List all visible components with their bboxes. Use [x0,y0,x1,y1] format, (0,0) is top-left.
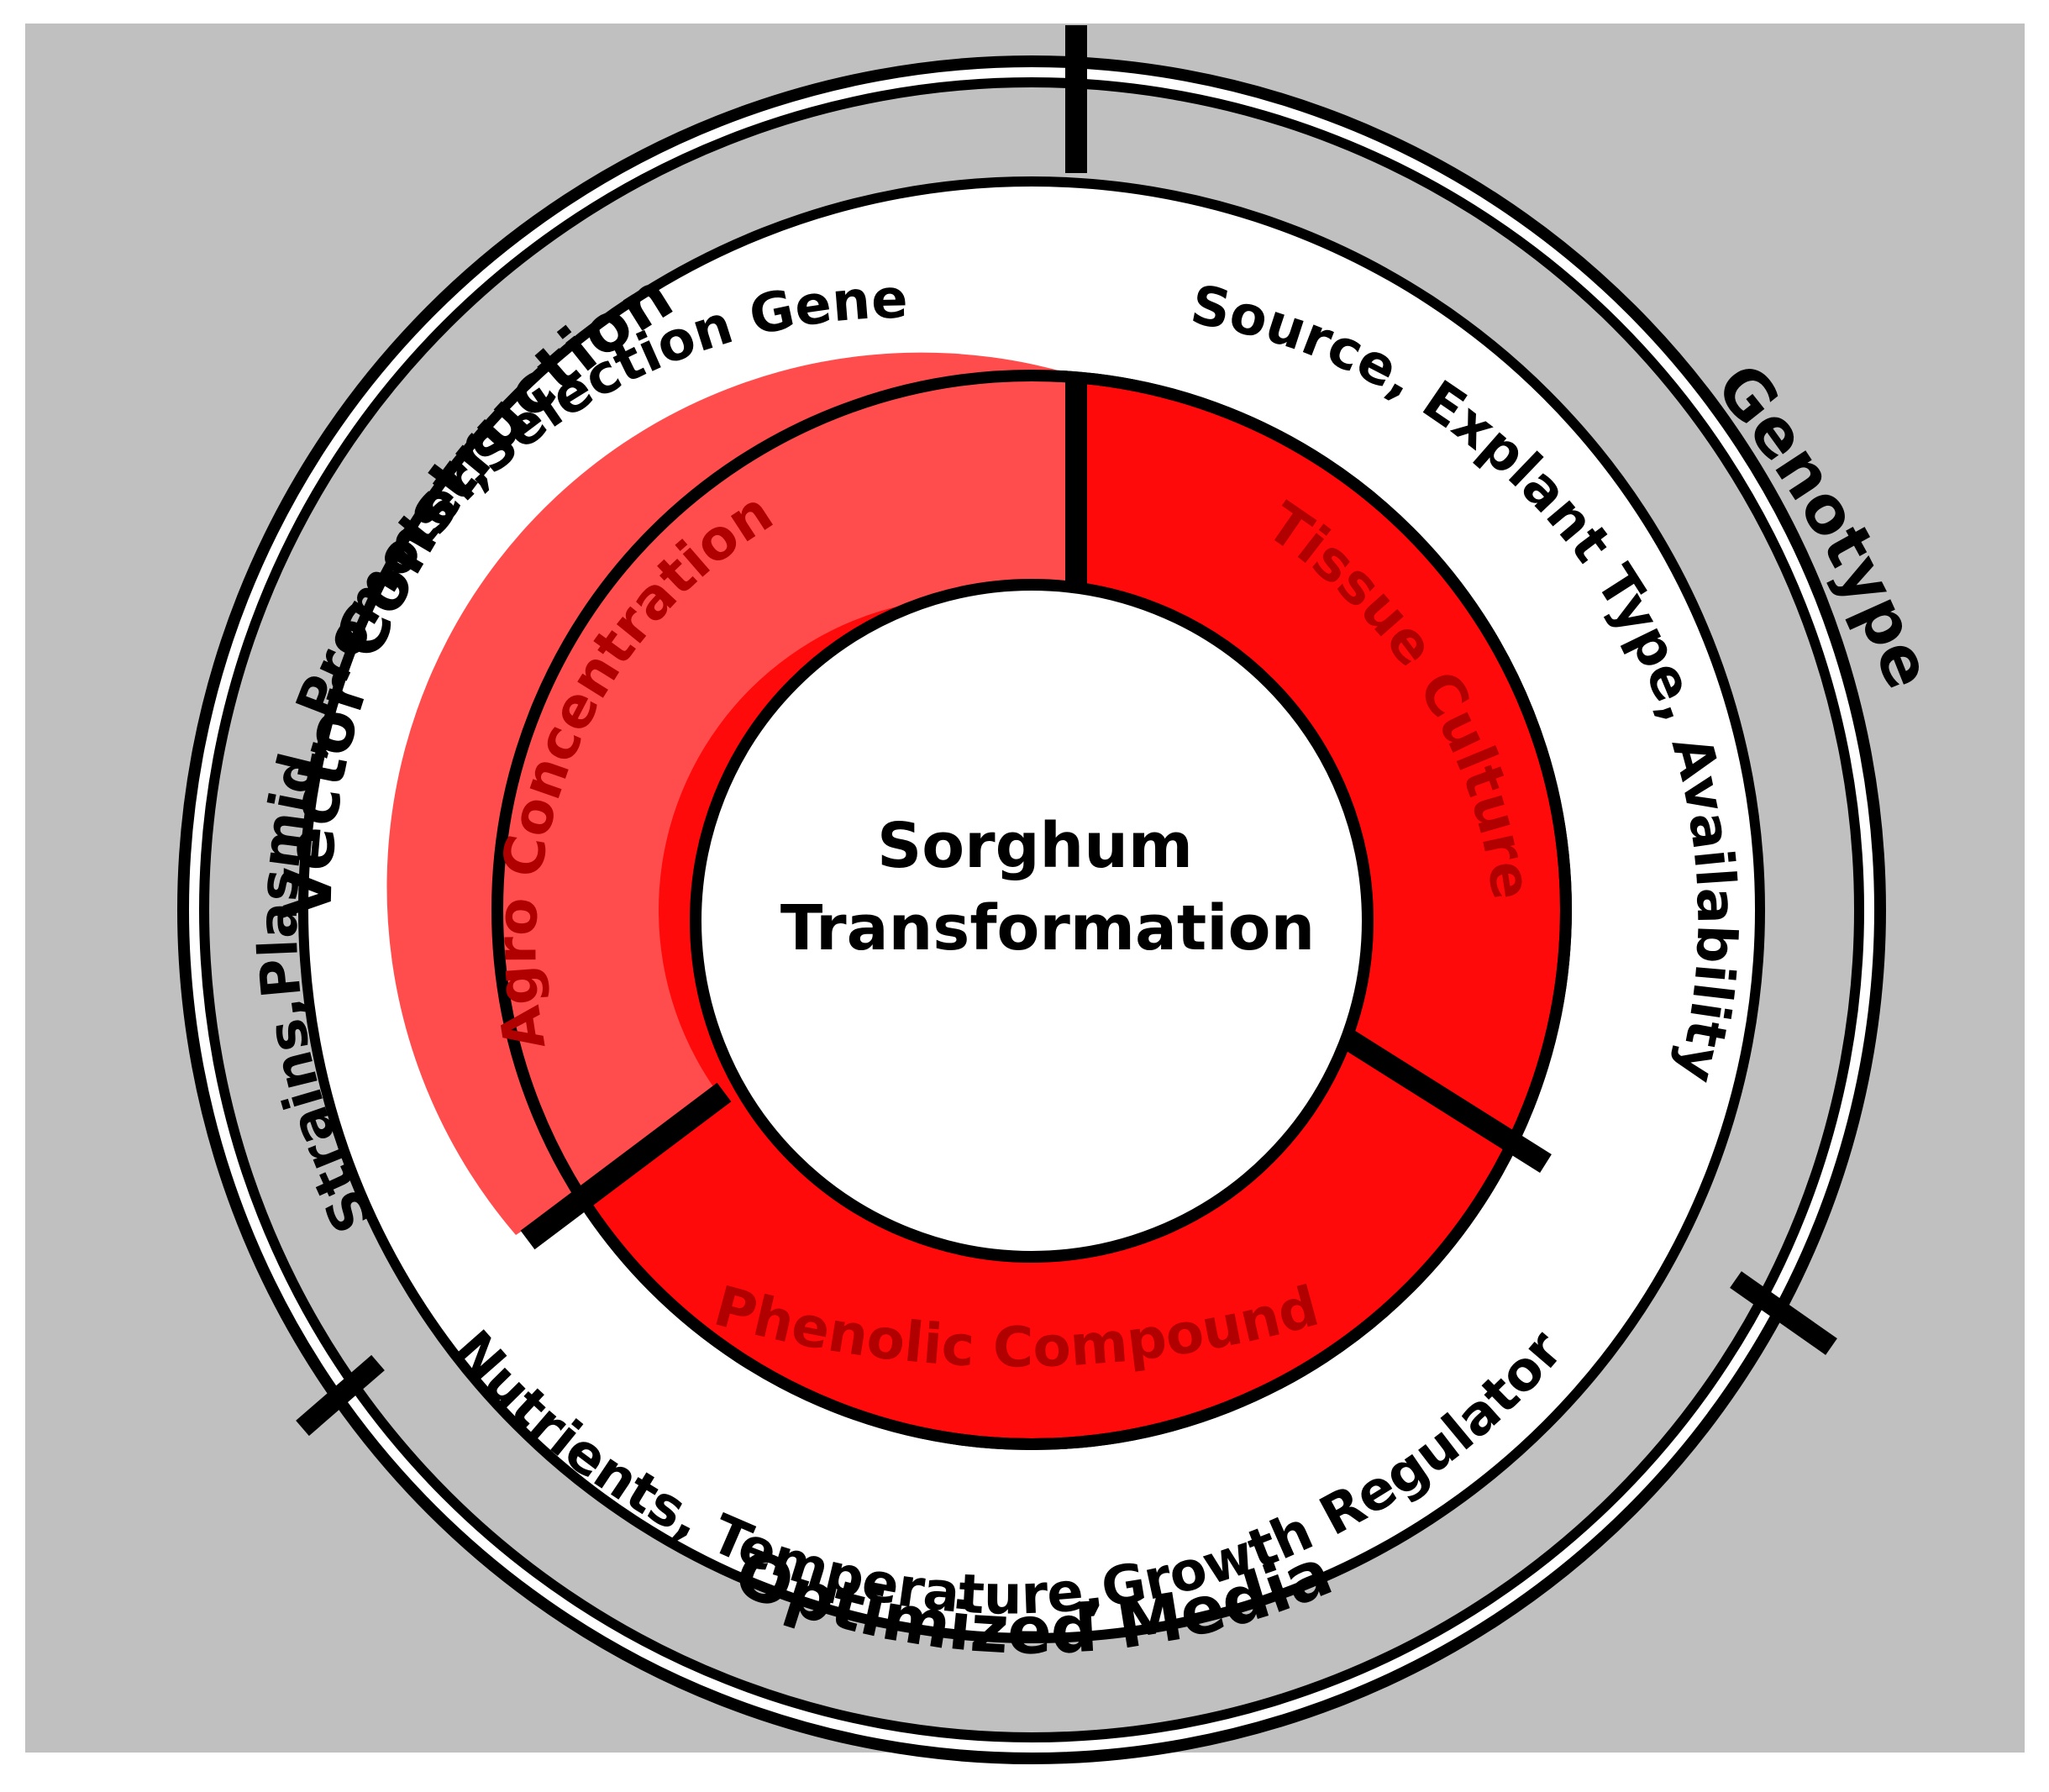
inner-divider-left [520,1082,732,1250]
outer-divider-right [1730,1271,1837,1355]
center-circle [690,579,1374,1263]
inner-divider-right [1338,1027,1552,1174]
center-title-line2: Transformation [780,892,1315,964]
center-title-line1: Sorghum [877,810,1193,882]
agro-segment [386,352,1076,1235]
inner-donut-outline [491,370,1572,1450]
outer-divider-left [296,1354,385,1437]
